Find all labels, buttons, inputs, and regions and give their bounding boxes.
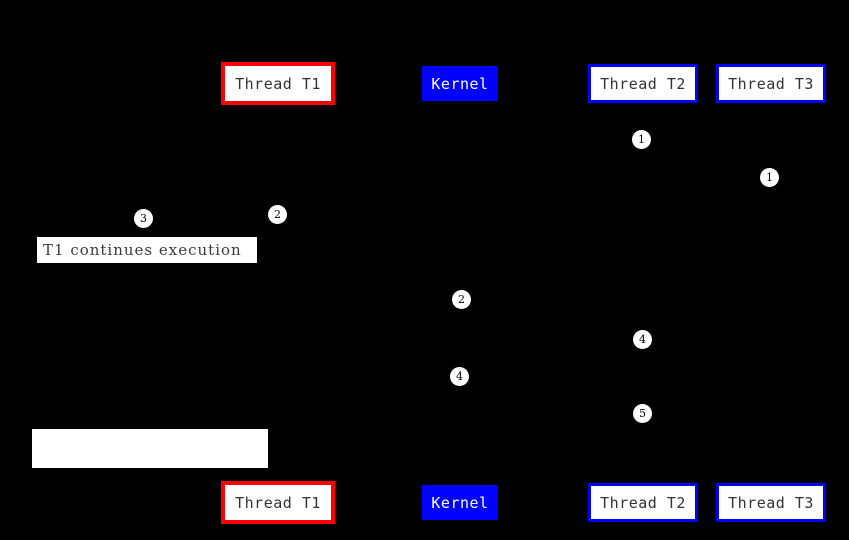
participant-label-thread-t2-footer: Thread T2 — [600, 493, 686, 512]
step-badge-t2-4: 4 — [633, 330, 652, 349]
participant-header-kernel[interactable]: Kernel — [422, 66, 498, 101]
step-badge-label: 1 — [766, 171, 773, 184]
step-badge-label: 5 — [639, 407, 646, 420]
participant-label-thread-t1-footer: Thread T1 — [235, 493, 321, 512]
step-badge-kernel-2: 2 — [452, 290, 471, 309]
note-text-t1-continues: T1 continues execution — [43, 241, 242, 259]
lifeline-thread-t3 — [771, 105, 772, 482]
participant-footer-thread-t1[interactable]: Thread T1 — [221, 481, 335, 524]
step-badge-label: 4 — [456, 370, 463, 383]
participant-label-thread-t2: Thread T2 — [600, 74, 686, 93]
step-badge-kernel-4: 4 — [450, 367, 469, 386]
note-t1-continues-execution: T1 continues execution — [37, 237, 257, 263]
step-badge-t1-2: 2 — [268, 205, 287, 224]
participant-header-thread-t3[interactable]: Thread T3 — [716, 64, 826, 103]
participant-label-thread-t1: Thread T1 — [235, 74, 321, 93]
lifeline-thread-t1 — [278, 105, 279, 482]
participant-label-thread-t3: Thread T3 — [728, 74, 814, 93]
step-badge-t2-5: 5 — [633, 404, 652, 423]
lifeline-thread-t2 — [643, 105, 644, 482]
participant-header-thread-t2[interactable]: Thread T2 — [588, 64, 698, 103]
step-badge-label: 4 — [639, 333, 646, 346]
step-badge-label: 3 — [140, 212, 147, 225]
participant-footer-thread-t2[interactable]: Thread T2 — [588, 483, 698, 522]
step-badge-label: 1 — [638, 133, 645, 146]
step-badge-label: 2 — [458, 293, 465, 306]
participant-footer-thread-t3[interactable]: Thread T3 — [716, 483, 826, 522]
participant-label-thread-t3-footer: Thread T3 — [728, 493, 814, 512]
step-badge-t2-1: 1 — [632, 130, 651, 149]
participant-label-kernel: Kernel — [431, 74, 489, 93]
step-badge-label: 2 — [274, 208, 281, 221]
step-badge-t3-1: 1 — [760, 168, 779, 187]
participant-footer-kernel[interactable]: Kernel — [422, 485, 498, 520]
participant-label-kernel-footer: Kernel — [431, 493, 489, 512]
note-blank-box — [32, 429, 268, 468]
step-badge-t1-3: 3 — [134, 209, 153, 228]
participant-header-thread-t1[interactable]: Thread T1 — [221, 62, 335, 105]
